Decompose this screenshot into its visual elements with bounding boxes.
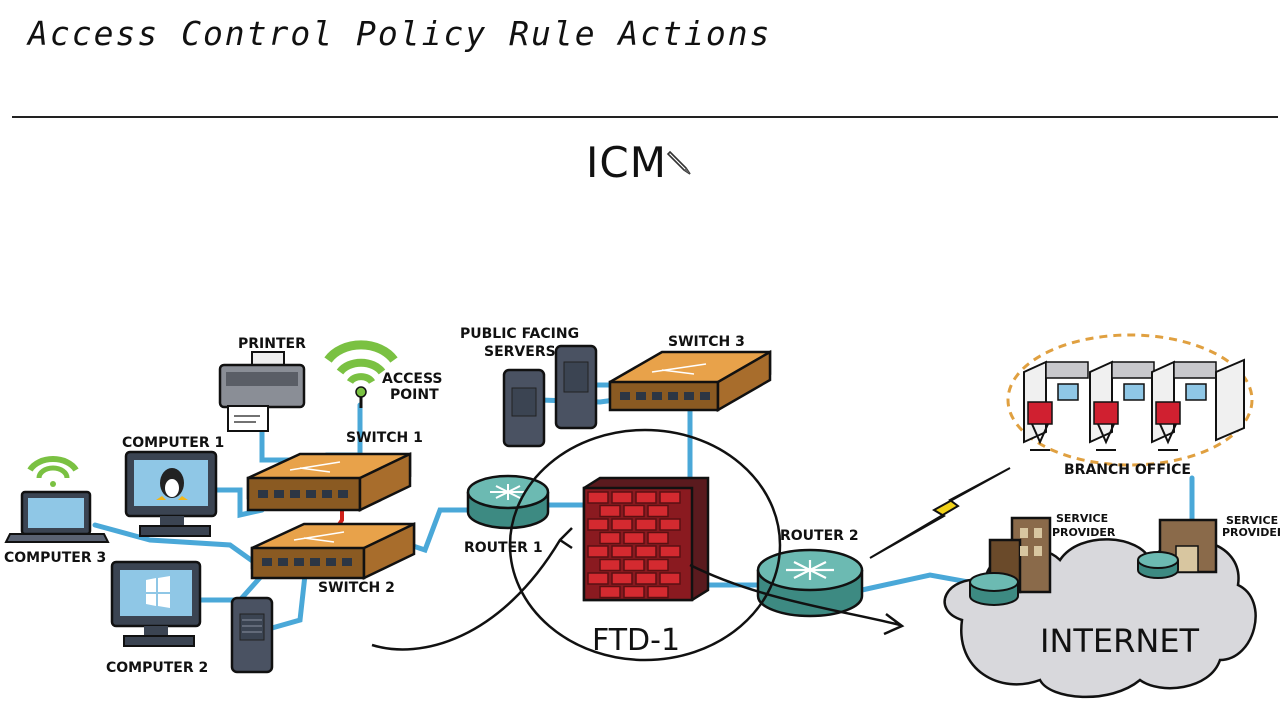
branch-office-icon — [1006, 333, 1254, 467]
public-servers-label-line1: PUBLIC FACING — [460, 326, 579, 342]
monitor-icon — [1123, 383, 1145, 401]
hand-drawn-arrow-right — [689, 563, 905, 636]
firewall-brick — [635, 518, 657, 531]
service-provider-left-label-line2: PROVIDER — [1052, 526, 1116, 539]
printer-icon — [218, 351, 306, 432]
switch-3-icon — [608, 349, 772, 413]
firewall-brick — [659, 491, 681, 504]
firewall-brick — [623, 504, 645, 518]
computer-2-label: COMPUTER 2 — [106, 660, 208, 676]
firewall-brick — [647, 558, 669, 572]
computer-1-icon — [124, 450, 218, 537]
access-point-icon — [324, 340, 398, 408]
link-switch2-router1 — [407, 507, 473, 554]
router-1-icon — [466, 474, 550, 530]
public-servers-label-line2: SERVERS — [484, 344, 556, 360]
chair-icon — [1093, 401, 1119, 425]
firewall-brick — [611, 545, 633, 558]
firewall-brick — [635, 491, 657, 504]
cubicle — [1089, 360, 1155, 451]
firewall-brick — [587, 572, 609, 585]
link-pc1-switch1 — [212, 487, 265, 519]
monitor-icon — [1185, 383, 1207, 401]
page-title: Access Control Policy Rule Actions — [28, 14, 772, 53]
firewall-brick — [611, 491, 633, 504]
hand-drawn-circle — [508, 428, 782, 662]
firewall-brick — [587, 518, 609, 531]
firewall-brick — [623, 585, 645, 599]
firewall-brick — [635, 545, 657, 558]
firewall-brick — [599, 504, 621, 518]
firewall-brick — [659, 518, 681, 531]
firewall-brick — [647, 504, 669, 518]
firewall-brick — [635, 572, 657, 585]
firewall-brick — [599, 585, 621, 599]
router-2-icon — [756, 548, 864, 618]
cubicle — [1151, 360, 1217, 451]
firewall-brick — [611, 572, 633, 585]
branch-office-label: BRANCH OFFICE — [1064, 462, 1191, 478]
switch-2-icon — [250, 522, 416, 580]
building-left-icon — [969, 516, 1052, 606]
firewall-brick — [599, 531, 621, 545]
hand-drawn-arrow-left — [371, 527, 573, 651]
chair-icon — [1155, 401, 1181, 425]
computer-3-label: COMPUTER 3 — [4, 550, 106, 566]
computer-1-label: COMPUTER 1 — [122, 435, 224, 451]
printer-label: PRINTER — [238, 336, 306, 352]
firewall-brick — [587, 545, 609, 558]
firewall-icon — [582, 476, 710, 602]
access-point-label-line1: ACCESS — [382, 371, 442, 387]
access-point-label-line2: POINT — [390, 387, 439, 403]
firewall-brick — [647, 531, 669, 545]
switch-1-label: SWITCH 1 — [346, 430, 423, 446]
computer-3-icon — [4, 456, 110, 543]
handwritten-annotation: ICM — [586, 138, 667, 187]
link-laptop-switch2 — [92, 522, 268, 573]
chair-icon — [1027, 401, 1053, 425]
firewall-brick — [599, 558, 621, 572]
firewall-brick — [647, 585, 669, 599]
firewall-brick — [611, 518, 633, 531]
switch-2-label: SWITCH 2 — [318, 580, 395, 596]
link-server-switch2 — [269, 572, 308, 631]
public-servers-icon — [502, 344, 598, 448]
service-provider-right-label-line1: SERVICE — [1226, 514, 1278, 527]
service-provider-left-label-line1: SERVICE — [1056, 512, 1108, 525]
internet-label: INTERNET — [1040, 622, 1200, 660]
lightning-icon — [869, 467, 1011, 559]
cubicle-wall — [1215, 358, 1245, 442]
server-icon — [230, 596, 274, 674]
building-right-icon — [1137, 518, 1218, 579]
pencil-cursor-icon — [666, 150, 691, 175]
title-divider — [12, 116, 1278, 118]
computer-2-icon — [110, 560, 202, 647]
service-provider-right-label-line2: PROVIDER — [1222, 526, 1280, 539]
firewall-label: FTD-1 — [592, 623, 680, 658]
router-1-label: ROUTER 1 — [464, 540, 543, 556]
switch-1-icon — [246, 452, 412, 512]
firewall-brick — [587, 491, 609, 504]
cubicle — [1023, 360, 1089, 451]
firewall-brick — [623, 558, 645, 572]
firewall-brick — [659, 545, 681, 558]
firewall-brick — [659, 572, 681, 585]
monitor-icon — [1057, 383, 1079, 401]
switch-3-label: SWITCH 3 — [668, 334, 745, 350]
router-2-label: ROUTER 2 — [780, 528, 859, 544]
firewall-brick — [623, 531, 645, 545]
